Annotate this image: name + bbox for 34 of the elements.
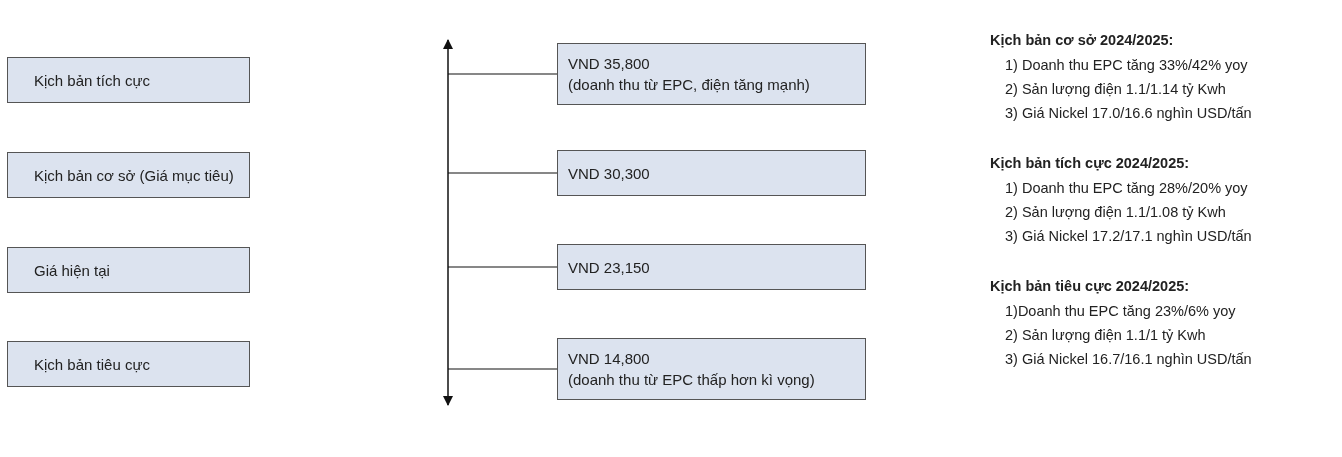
scenario-note: 2) Sản lượng điện 1.1/1 tỷ Kwh: [1005, 326, 1206, 345]
price-box: [557, 244, 866, 290]
scenario-note: 3) Giá Nickel 16.7/16.1 nghìn USD/tấn: [1005, 350, 1252, 369]
connector-line: [447, 73, 558, 75]
box-label: Kịch bản tích cực: [34, 70, 151, 91]
box-label: VND 35,800: [568, 54, 651, 74]
scenario-note: 2) Sản lượng điện 1.1/1.08 tỷ Kwh: [1005, 203, 1226, 222]
price-box: [557, 338, 866, 400]
scenario-heading: Kịch bản tích cực 2024/2025:: [990, 154, 1190, 173]
scenario-note: 3) Giá Nickel 17.0/16.6 nghìn USD/tấn: [1005, 104, 1252, 123]
scenario-note: 1) Doanh thu EPC tăng 28%/20% yoy: [1005, 179, 1248, 198]
scenario-box: [7, 152, 250, 198]
scenario-box: [7, 247, 250, 293]
box-label: Giá hiện tại: [34, 260, 111, 281]
price-box: [557, 43, 866, 105]
connector-line: [447, 368, 558, 370]
scenario-note: 3) Giá Nickel 17.2/17.1 nghìn USD/tấn: [1005, 227, 1252, 246]
box-label: Kịch bản cơ sở (Giá mục tiêu): [34, 165, 235, 186]
connector-line: [447, 266, 558, 268]
box-label: VND 30,300: [568, 163, 651, 184]
scenario-heading: Kịch bản cơ sở 2024/2025:: [990, 31, 1174, 50]
scenario-box: [7, 57, 250, 103]
box-label: Kịch bản tiêu cực: [34, 354, 151, 375]
scenario-box: [7, 341, 250, 387]
scenario-note: 2) Sản lượng điện 1.1/1.14 tỷ Kwh: [1005, 80, 1226, 99]
scenario-note: 1) Doanh thu EPC tăng 33%/42% yoy: [1005, 56, 1248, 75]
box-label: VND 23,150: [568, 257, 651, 278]
scenario-note: 1)Doanh thu EPC tăng 23%/6% yoy: [1005, 302, 1236, 321]
scenario-heading: Kịch bản tiêu cực 2024/2025:: [990, 277, 1190, 296]
box-note: (doanh thu từ EPC, điện tăng mạnh): [568, 75, 811, 95]
box-note: (doanh thu từ EPC thấp hơn kì vọng): [568, 370, 816, 390]
price-box: [557, 150, 866, 196]
connector-line: [447, 172, 558, 174]
box-label: VND 14,800: [568, 349, 651, 369]
